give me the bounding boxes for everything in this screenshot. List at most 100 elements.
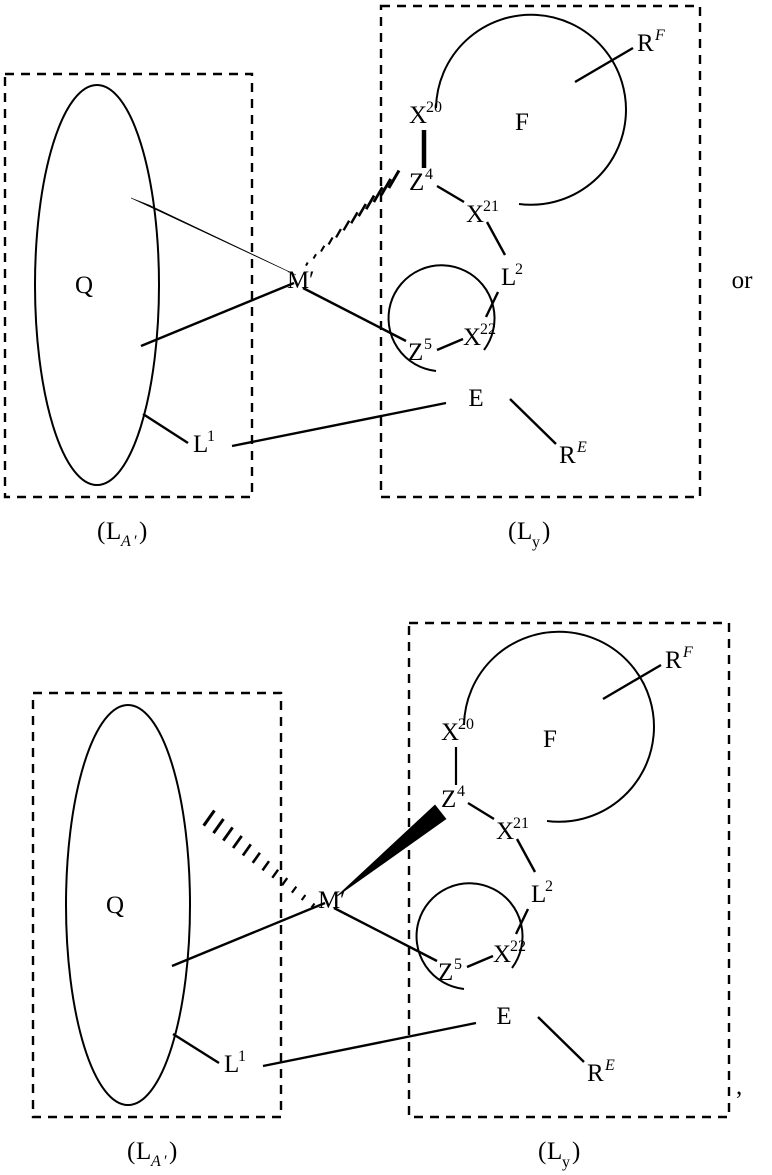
- svg-text:L: L: [517, 518, 532, 545]
- svg-text:(: (: [127, 1138, 135, 1165]
- structure-2-bond-x22-z5: [466, 954, 494, 969]
- svg-text:): ): [542, 518, 550, 545]
- svg-text:L: L: [106, 518, 121, 545]
- structure-2: Q F E M ′ X 20 Z 4 X 21 L 2 X: [31, 621, 742, 1171]
- structure-1-f-ring: [435, 13, 627, 206]
- structure-2-label-f: F: [543, 726, 557, 753]
- or-connector: or: [732, 267, 754, 294]
- structure-2-label-e: E: [496, 1003, 511, 1030]
- svg-text:E: E: [604, 1057, 615, 1074]
- structure-1-bond-rf: [574, 46, 634, 84]
- structure-2-bond-m-to-q: [171, 901, 326, 968]
- structure-2-e-ring: [415, 882, 524, 990]
- svg-text:5: 5: [454, 956, 462, 973]
- structure-1-bond-m-to-q: [140, 281, 295, 348]
- structure-2-label-metal-center: M ′: [318, 887, 345, 914]
- structure-1-bond-x21-l2: [485, 221, 507, 256]
- structure-1-left-box-caption: ( L A ′ ): [97, 518, 147, 550]
- structure-1-hashed-wedge-to-z4: [305, 169, 401, 267]
- structure-1-label-x21: X 21: [466, 198, 499, 228]
- svg-text:(: (: [538, 1138, 546, 1165]
- structure-1: Q F E M ′ X 20 Z 4 X 21 L 2 X: [3, 4, 754, 551]
- svg-text:): ): [139, 518, 147, 545]
- structure-1-bond-l1-to-q: [142, 412, 189, 445]
- svg-text:4: 4: [425, 166, 433, 183]
- structure-1-q-ellipse: [34, 84, 160, 486]
- structure-2-bond-l2-x22: [514, 908, 530, 935]
- structure-1-label-z4: Z 4: [409, 166, 433, 196]
- structure-2-label-x20: X 20: [441, 716, 474, 746]
- structure-1-label-f: F: [515, 109, 529, 136]
- structure-1-label-re: R E: [559, 439, 587, 469]
- structure-2-label-x22: X 22: [493, 938, 526, 968]
- structure-2-label-x21: X 21: [496, 815, 529, 845]
- svg-text:R: R: [587, 1060, 604, 1087]
- svg-text:4: 4: [457, 783, 465, 800]
- structure-1-bond-z4-x21: [436, 184, 465, 204]
- structure-1-right-box-caption: ( L y ): [508, 518, 550, 551]
- structure-2-label-z4: Z 4: [441, 783, 465, 813]
- structure-1-label-l1: L 1: [193, 428, 215, 458]
- svg-text:L: L: [193, 431, 208, 458]
- svg-text:2: 2: [545, 878, 553, 895]
- svg-text:L: L: [224, 1051, 239, 1078]
- structure-1-bold-wedge-to-q: [130, 197, 297, 276]
- svg-text:L: L: [531, 881, 546, 908]
- structure-1-label-x20: X 20: [409, 99, 442, 129]
- svg-text:22: 22: [480, 321, 496, 338]
- structure-2-bond-re: [537, 1016, 585, 1063]
- svg-text:X: X: [466, 201, 484, 228]
- svg-text:X: X: [441, 719, 459, 746]
- svg-text:20: 20: [458, 716, 474, 733]
- svg-text:y: y: [562, 1154, 570, 1171]
- structure-1-e-ring: [387, 264, 496, 372]
- structure-2-bond-rf: [602, 663, 662, 701]
- svg-text:Z: Z: [441, 786, 456, 813]
- structure-2-label-z5: Z 5: [438, 956, 462, 986]
- svg-text:y: y: [532, 534, 540, 551]
- svg-text:′: ′: [340, 887, 345, 914]
- svg-text:Z: Z: [408, 339, 423, 366]
- trailing-comma: ,: [736, 1073, 742, 1100]
- structure-1-label-rf: R F: [637, 27, 665, 57]
- svg-text:R: R: [637, 30, 654, 57]
- svg-text:X: X: [493, 941, 511, 968]
- structure-2-right-box-caption: ( L y ): [538, 1138, 580, 1171]
- svg-text:′: ′: [163, 1153, 167, 1170]
- svg-text:R: R: [559, 442, 576, 469]
- structure-2-label-q: Q: [106, 892, 124, 919]
- structure-2-label-rf: R F: [665, 644, 693, 674]
- svg-text:R: R: [665, 647, 682, 674]
- structure-2-label-re: R E: [587, 1057, 615, 1087]
- svg-text:F: F: [654, 27, 665, 44]
- structure-1-label-q: Q: [75, 272, 93, 299]
- svg-text:21: 21: [483, 198, 499, 215]
- structure-1-left-dashed-box: [3, 72, 254, 499]
- structure-2-q-ellipse: [65, 704, 191, 1106]
- structure-2-label-l1: L 1: [224, 1048, 246, 1078]
- svg-text:1: 1: [238, 1048, 246, 1065]
- structure-1-label-z5: Z 5: [408, 336, 432, 366]
- svg-text:): ): [169, 1138, 177, 1165]
- svg-text:M: M: [287, 267, 309, 294]
- structure-1-label-e: E: [468, 385, 483, 412]
- structure-2-label-l2: L 2: [531, 878, 553, 908]
- structure-2-bond-l1-to-q: [172, 1032, 220, 1065]
- structure-1-bond-m-to-z5: [302, 286, 407, 343]
- structure-2-left-box-caption: ( L A ′ ): [127, 1138, 177, 1170]
- structure-2-bold-wedge-to-z4: [335, 804, 447, 898]
- svg-text:2: 2: [515, 261, 523, 278]
- svg-text:A: A: [150, 1153, 161, 1170]
- structure-2-f-ring: [463, 630, 655, 823]
- svg-text:20: 20: [426, 99, 442, 116]
- svg-text:(: (: [97, 518, 105, 545]
- structure-2-hashed-wedge-to-q: [202, 809, 316, 909]
- structure-1-bond-re: [509, 398, 557, 445]
- svg-text:F: F: [682, 644, 693, 661]
- structure-1-label-x22: X 22: [463, 321, 496, 351]
- svg-text:22: 22: [510, 938, 526, 955]
- svg-text:5: 5: [424, 336, 432, 353]
- structure-1-bond-l2-x22: [484, 291, 500, 318]
- svg-text:(: (: [508, 518, 516, 545]
